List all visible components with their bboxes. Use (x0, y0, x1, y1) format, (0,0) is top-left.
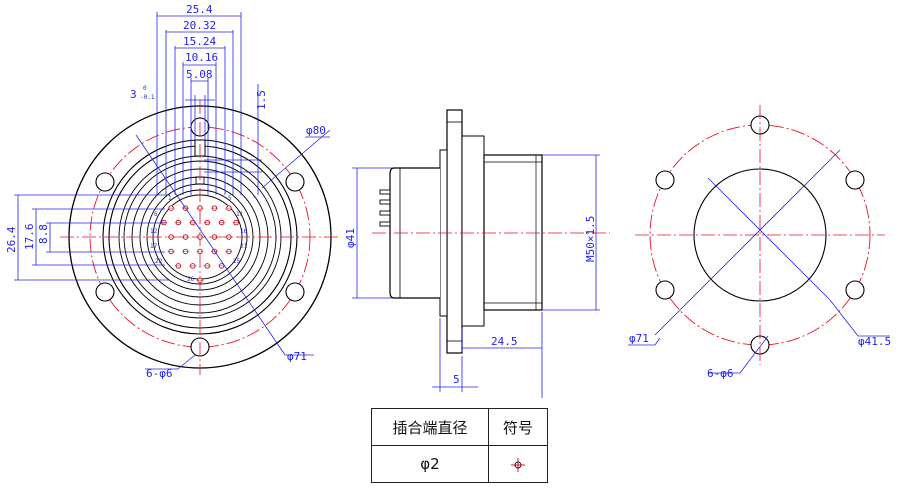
cutout-hole (693, 168, 827, 302)
pin-label: 11 (236, 211, 244, 218)
pin-label: 12 (150, 228, 158, 235)
pin-label: 1 (168, 195, 172, 202)
dim-phi41: φ41 (344, 228, 357, 248)
dim-phi41-5: φ41.5 (858, 335, 891, 348)
dim-10-16: 10.16 (185, 51, 218, 64)
dim-15-24: 15.24 (183, 35, 216, 48)
bolt-hole (285, 282, 305, 302)
bolt-hole (95, 282, 115, 302)
holes-leader (145, 354, 196, 370)
pin-label: 16 (240, 228, 248, 235)
pin-label: 22 (155, 258, 163, 265)
side-flange (446, 109, 463, 354)
bolt-hole (655, 170, 675, 190)
dim-length: 24.5 (491, 335, 518, 348)
side-view: φ41 M50×1.5 24.5 5 (344, 109, 610, 398)
header-symbol: 符号 (488, 408, 548, 446)
cell-pin-diameter: φ2 (371, 445, 489, 483)
bolt-hole (845, 170, 865, 190)
dim-flange-thk: 5 (453, 373, 460, 386)
dim-slot-tol-lower: -0.1 (140, 94, 155, 101)
pin-label: 21 (240, 243, 248, 250)
table-row: φ2 (371, 445, 548, 483)
pin-label: 6 (154, 211, 158, 218)
legend-table: 插合端直径 符号 φ2 (371, 408, 548, 483)
pin-labels: 1 5 6 11 12 16 17 21 22 25 26 (150, 195, 248, 283)
bolt-hole (285, 172, 305, 192)
pin-symbol-icon (511, 457, 525, 472)
dim-thread: M50×1.5 (584, 216, 597, 262)
dim-phi71-cutout: φ71 (629, 332, 649, 345)
dim-phi80: φ80 (306, 124, 326, 137)
bolt-hole (845, 280, 865, 300)
bolt-hole (95, 172, 115, 192)
front-view: 1 5 6 11 12 16 17 21 22 25 26 (5, 3, 340, 380)
dim-5-08: 5.08 (186, 68, 213, 81)
pin-label: 26 (187, 276, 195, 283)
pin-label: 25 (233, 258, 241, 265)
cutout-dimension-lines (628, 149, 890, 374)
pin-label: 17 (150, 243, 158, 250)
dim-slot-tol-upper: 0 (143, 85, 147, 92)
dim-1-5: 1.5 (255, 90, 268, 110)
phi80-leader (261, 129, 331, 189)
dim-8-8: 8.8 (37, 224, 50, 244)
table-row: 插合端直径 符号 (371, 408, 548, 446)
top-dimension-lines (156, 12, 262, 195)
dim-holes-cutout: 6-φ6 (707, 367, 734, 380)
dim-slot: 3 (130, 88, 137, 101)
dim-25-4: 25.4 (186, 3, 213, 16)
dim-20-32: 20.32 (183, 19, 216, 32)
header-pin-diameter: 插合端直径 (371, 408, 489, 446)
dim-17-6: 17.6 (23, 224, 36, 251)
dim-phi71-front: φ71 (287, 350, 307, 363)
left-dimension-lines (14, 194, 170, 281)
pin-label: 5 (228, 195, 232, 202)
cell-symbol (488, 445, 548, 483)
dim-26-4: 26.4 (5, 226, 18, 253)
contact-pins (160, 205, 240, 284)
bolt-hole (655, 280, 675, 300)
dim-holes-front: 6-φ6 (146, 367, 173, 380)
side-rear-pins (379, 189, 391, 227)
side-thread (483, 154, 543, 311)
cutout-view: φ41.5 φ71 6-φ6 (628, 105, 891, 380)
phi71-leader (135, 134, 314, 356)
side-nut (461, 135, 485, 327)
side-dimension-lines (352, 154, 600, 398)
